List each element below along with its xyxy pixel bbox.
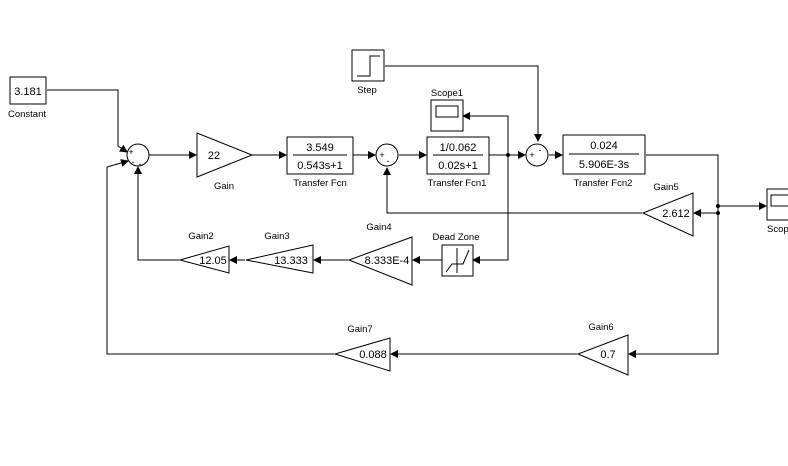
sum2-sign-0: + xyxy=(379,150,384,160)
gain4-block[interactable]: Gain4 8.333E-4 xyxy=(347,222,413,286)
signal-lines xyxy=(47,65,767,358)
scope1-block[interactable]: Scope1 xyxy=(430,88,464,132)
constant-label: Constant xyxy=(8,109,46,120)
sum1-sign-0: + xyxy=(128,147,133,157)
branch-point-tf1 xyxy=(506,153,510,157)
sum3-block[interactable]: + - xyxy=(525,143,549,167)
sum3-sign-1: - xyxy=(539,145,542,155)
scope-block[interactable]: Scop xyxy=(766,188,788,235)
branch-point-bus xyxy=(716,204,720,208)
constant-value: 3.181 xyxy=(14,86,42,98)
transfer-fcn2-block[interactable]: 0.024 5.906E-3s Transfer Fcn2 xyxy=(562,134,646,189)
wire-tf1-to-deadzone xyxy=(472,155,509,264)
transfer-fcn1-block[interactable]: 1/0.062 0.02s+1 Transfer Fcn1 xyxy=(426,136,490,189)
wire-tf1-to-scope1 xyxy=(462,112,509,155)
gain5-block[interactable]: Gain5 2.612 xyxy=(641,182,694,237)
gain2-block[interactable]: Gain2 12.05 xyxy=(178,231,230,274)
tf2-numerator: 0.024 xyxy=(590,140,618,152)
transfer-fcn-block[interactable]: 3.549 0.543s+1 Transfer Fcn xyxy=(286,136,354,189)
tf-denominator: 0.543s+1 xyxy=(297,160,343,172)
gain-label: Gain xyxy=(214,181,234,192)
dead-zone-icon xyxy=(445,248,470,273)
gain7-value: 0.088 xyxy=(359,349,387,361)
deadzone-label: Dead Zone xyxy=(432,232,479,243)
scope-screen-icon xyxy=(770,194,788,207)
wire-gain5-to-sum2 xyxy=(383,167,642,214)
tf2-denominator: 5.906E-3s xyxy=(579,159,630,171)
tf-numerator: 3.549 xyxy=(306,142,334,154)
wire-tf2-to-bus xyxy=(646,154,719,206)
scope-label: Scop xyxy=(767,224,788,235)
constant-block[interactable]: 3.181 Constant xyxy=(8,76,47,120)
gain6-value: 0.7 xyxy=(600,349,615,361)
wire-gain2-to-sum1 xyxy=(134,166,179,261)
tf-label: Transfer Fcn xyxy=(293,178,347,189)
tf1-denominator: 0.02s+1 xyxy=(438,160,477,172)
gain6-label: Gain6 xyxy=(588,322,613,333)
gain7-block[interactable]: Gain7 0.088 xyxy=(333,324,391,372)
scope1-screen-icon xyxy=(435,105,459,118)
wire-bus-to-gain6 xyxy=(628,206,719,358)
dead-zone-block[interactable]: Dead Zone xyxy=(432,232,480,277)
branch-point-gain5 xyxy=(716,211,720,215)
wire-step-to-sum3 xyxy=(385,65,542,142)
gain-block[interactable]: 22 Gain xyxy=(196,132,254,192)
gain3-block[interactable]: Gain3 13.333 xyxy=(245,231,314,274)
gain5-value: 2.612 xyxy=(662,208,690,220)
gain4-label: Gain4 xyxy=(366,222,391,233)
sum2-sign-1: - xyxy=(387,156,390,166)
sum3-sign-0: + xyxy=(529,150,534,160)
gain4-value: 8.333E-4 xyxy=(365,255,410,267)
sum2-block[interactable]: + - xyxy=(375,143,399,167)
tf1-label: Transfer Fcn1 xyxy=(428,178,487,189)
scope1-label: Scope1 xyxy=(431,88,463,99)
step-label: Step xyxy=(357,85,377,96)
sum1-sign-2: - xyxy=(139,159,142,169)
step-icon xyxy=(357,55,380,77)
gain6-block[interactable]: Gain6 0.7 xyxy=(576,322,629,376)
wire-constant-to-sum1 xyxy=(47,89,128,153)
gain5-label: Gain5 xyxy=(653,182,678,193)
sum1-sign-1: - xyxy=(132,157,135,167)
gain3-label: Gain3 xyxy=(264,231,289,242)
gain7-label: Gain7 xyxy=(347,324,372,335)
tf2-label: Transfer Fcn2 xyxy=(574,178,633,189)
gain-value: 22 xyxy=(208,150,220,162)
tf1-numerator: 1/0.062 xyxy=(440,142,477,154)
gain3-value: 13.333 xyxy=(274,255,308,267)
gain2-label: Gain2 xyxy=(188,231,213,242)
sum1-block[interactable]: + - - xyxy=(126,143,150,169)
gain2-value: 12.05 xyxy=(199,255,227,267)
step-block[interactable]: Step xyxy=(351,49,385,96)
wire-gain7-to-sum1 xyxy=(106,159,334,355)
